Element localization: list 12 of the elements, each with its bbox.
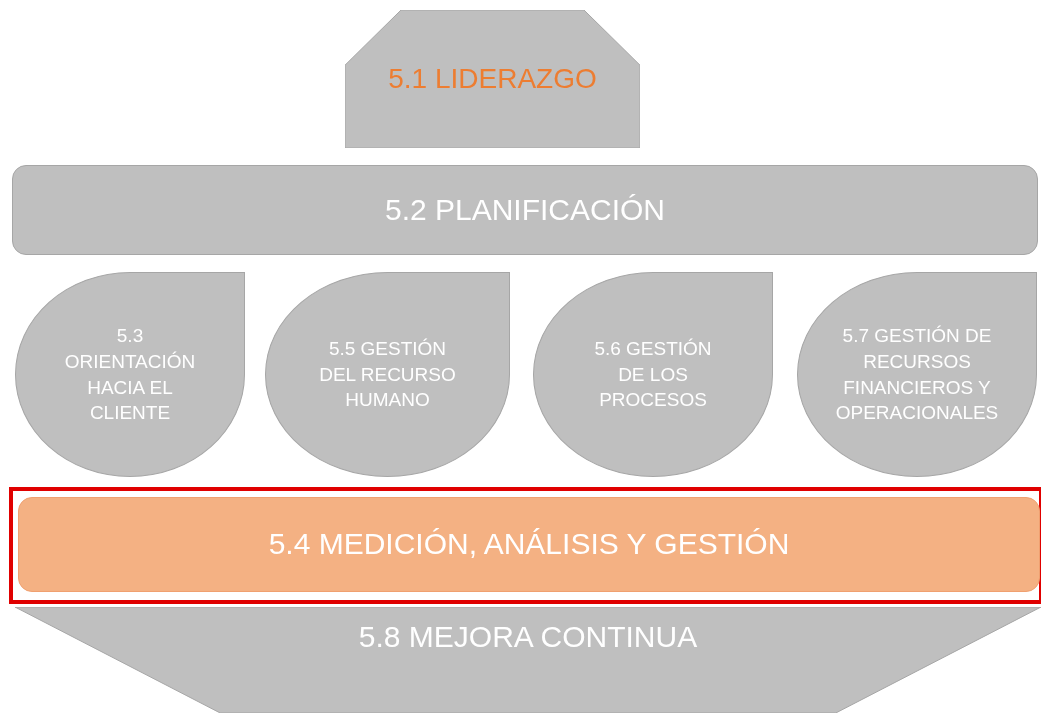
node-label: 5.5 GESTIÓN DEL RECURSO HUMANO bbox=[318, 337, 457, 413]
house-shape bbox=[345, 10, 640, 148]
node-label: 5.8 MEJORA CONTINUA bbox=[358, 619, 698, 655]
node-label: 5.3 ORIENTACIÓN HACIA EL CLIENTE bbox=[63, 324, 197, 426]
node-label: 5.4 MEDICIÓN, ANÁLISIS Y GESTIÓN bbox=[268, 526, 790, 563]
node-label: 5.6 GESTIÓN DE LOS PROCESOS bbox=[593, 337, 713, 413]
node-label: 5.1 LIDERAZGO bbox=[388, 62, 597, 97]
rounded-bar bbox=[12, 165, 1038, 255]
node-label: 5.7 GESTIÓN DE RECURSOS FINANCIEROS Y OPERACIONALES bbox=[834, 324, 1000, 426]
rounded-bar bbox=[18, 497, 1040, 592]
node-label: 5.2 PLANIFICACIÓN bbox=[384, 191, 666, 228]
chevron-shape bbox=[15, 607, 1041, 713]
